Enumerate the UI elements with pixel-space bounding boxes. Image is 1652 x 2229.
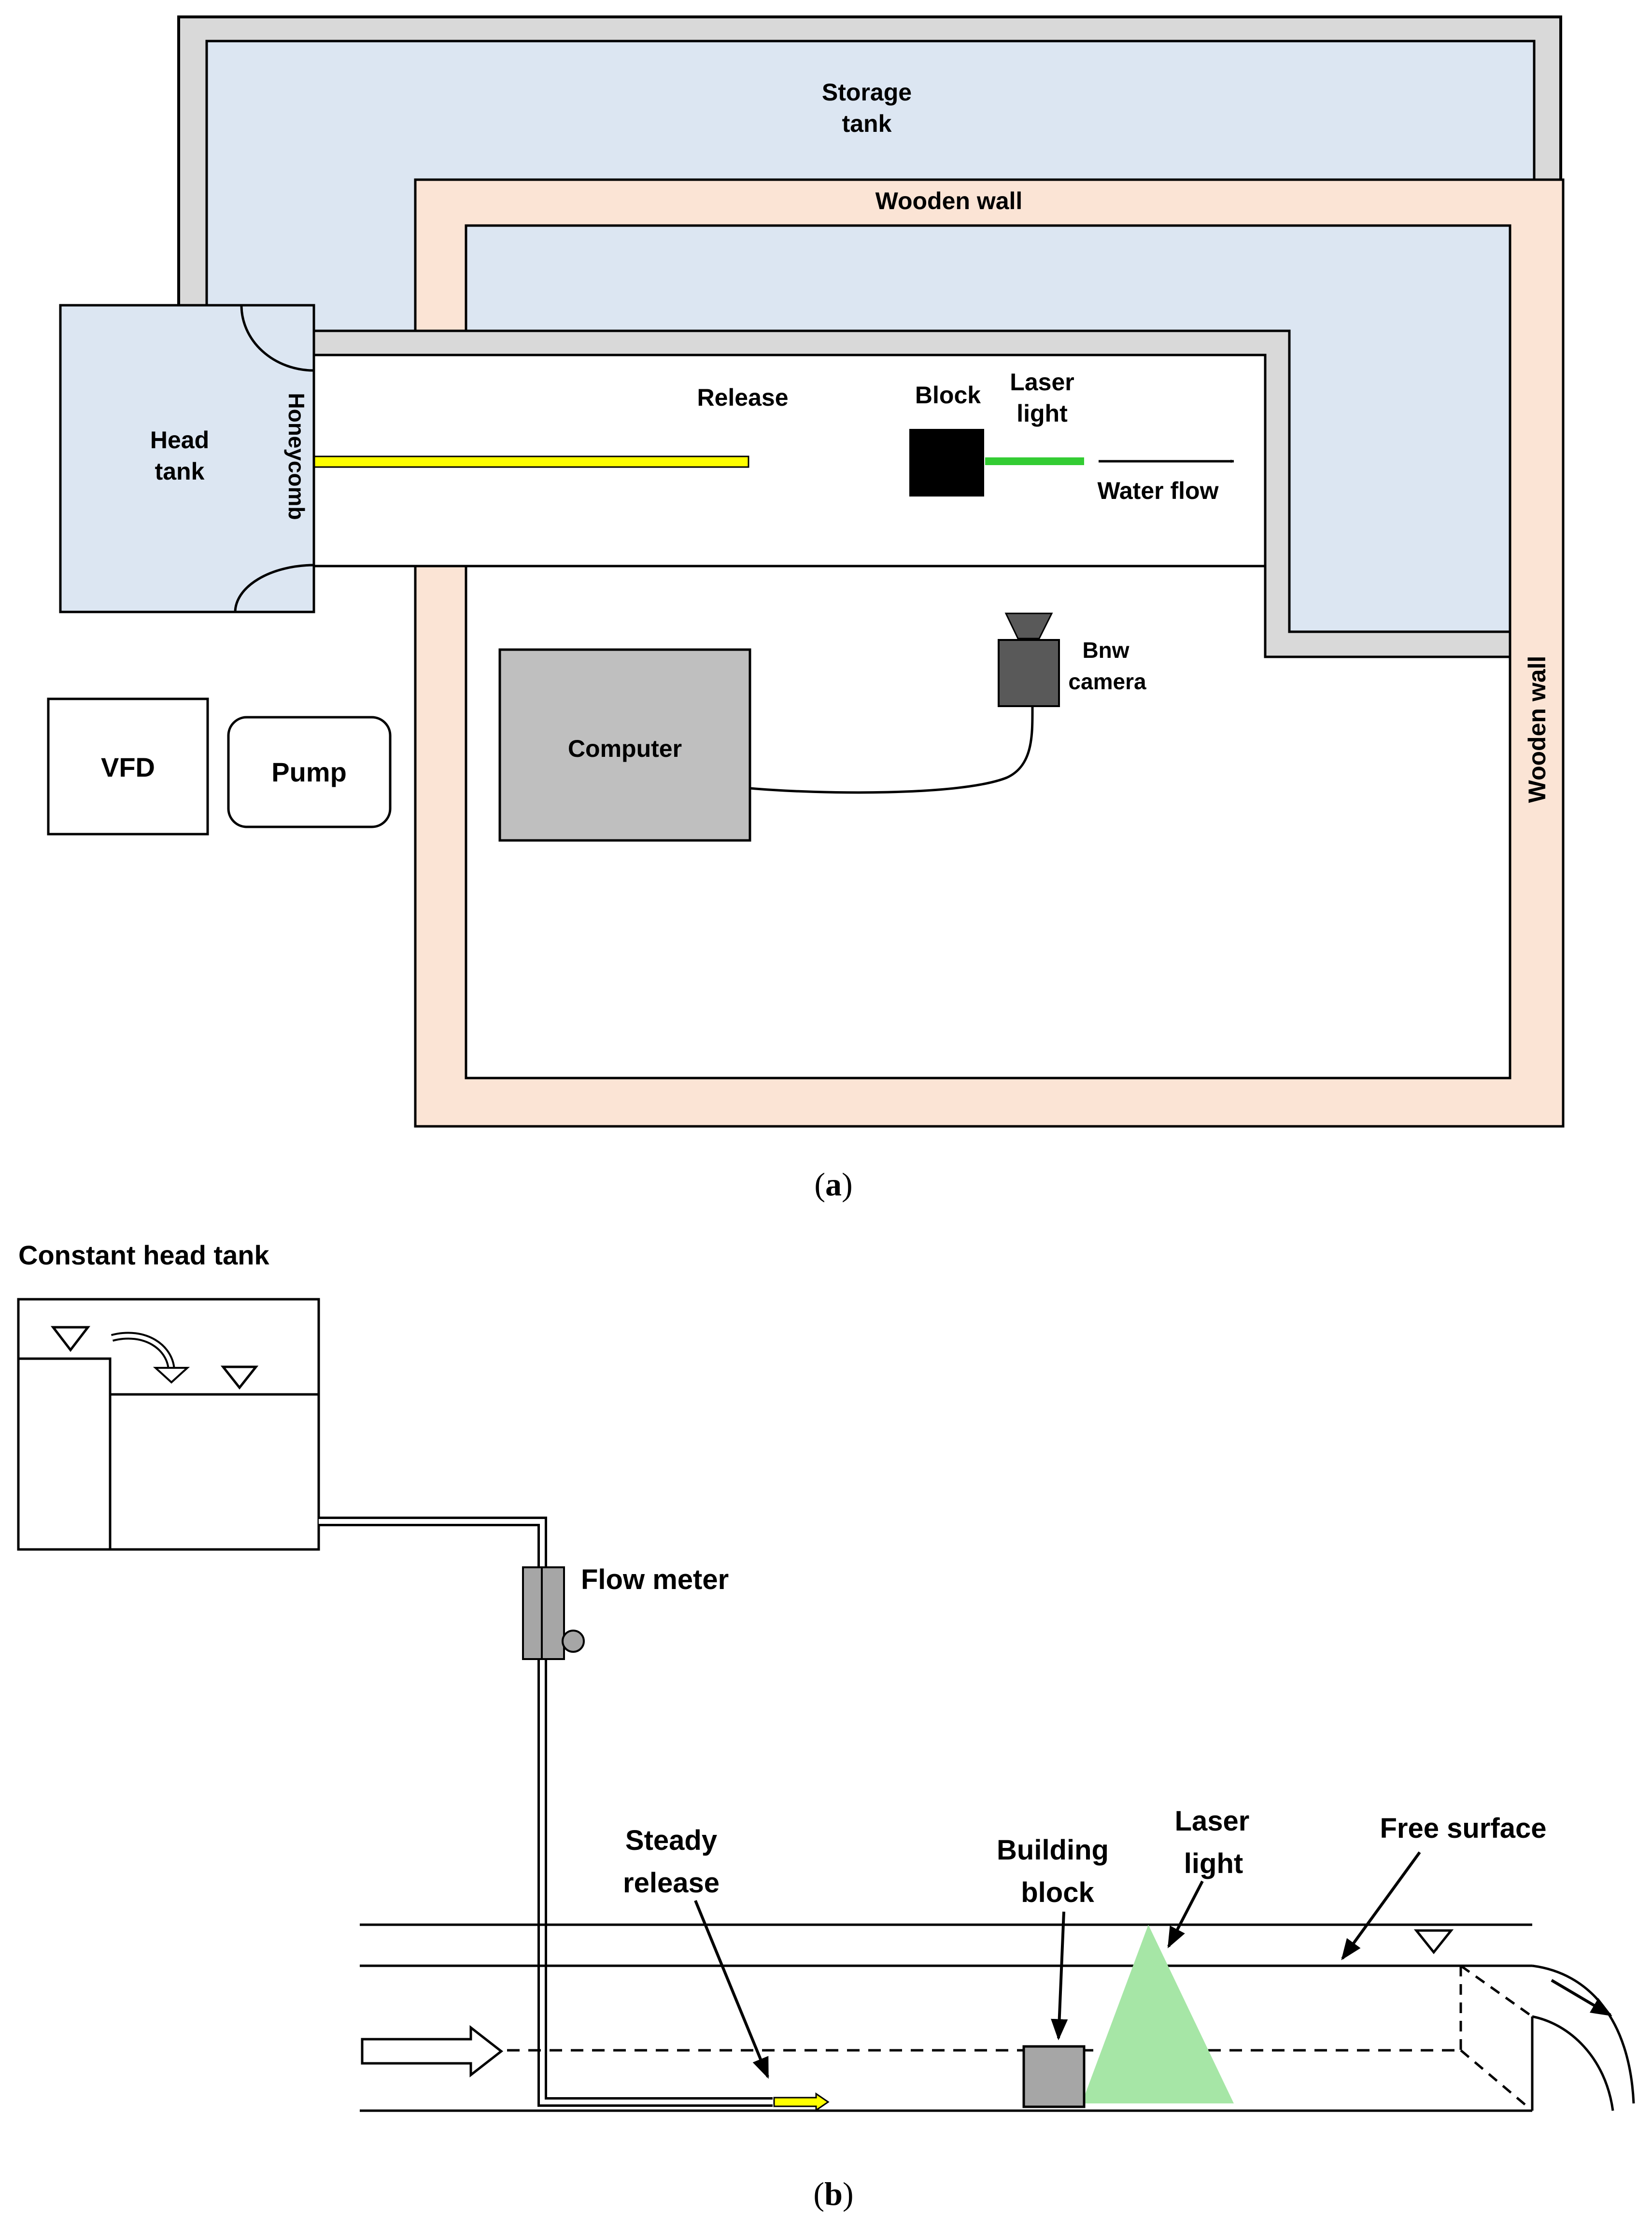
supply-pipe: [319, 1517, 773, 2107]
camera-cable: [749, 706, 1034, 794]
computer-label: Computer: [568, 735, 682, 762]
water-level-icon: [220, 1365, 259, 1390]
camera: Bnw camera: [998, 612, 1146, 707]
building-block-leader: [1051, 1911, 1068, 2041]
head-tank-label-2: tank: [155, 458, 205, 485]
free-surface-leader: [1341, 1851, 1421, 1960]
pump-label: Pump: [271, 757, 347, 787]
storage-tank-label: Storage: [822, 79, 912, 106]
wooden-wall-top-label: Wooden wall: [875, 187, 1023, 214]
computer: Computer: [498, 648, 751, 842]
diagram-b: Constant head tank Flow meter: [17, 1240, 1635, 2212]
release-label: Release: [697, 384, 788, 411]
camera-label: Bnw: [1082, 638, 1129, 663]
pump: Pump: [227, 716, 392, 828]
overflow-arrow-icon: [111, 1334, 173, 1372]
caption-a: (a): [814, 1166, 852, 1203]
constant-head-tank-label: Constant head tank: [18, 1240, 269, 1270]
laser-light-line: [985, 457, 1084, 465]
diagram-a: Storage tank Wooden wall Wooden wall Rel…: [47, 15, 1565, 1203]
block: [909, 429, 984, 497]
steady-release-marker: [773, 2092, 830, 2112]
wooden-wall-side-label: Wooden wall: [1524, 656, 1551, 803]
building-block: [1022, 2045, 1086, 2108]
overflow-arrowhead-icon: [153, 1367, 190, 1384]
steady-release-label: Steady: [625, 1825, 717, 1856]
flow-meter-gauge-icon: [562, 1630, 585, 1653]
honeycomb-label: Honeycomb: [284, 393, 309, 520]
storage-tank-label-2: tank: [842, 110, 892, 137]
laser-light-label: Laser: [1175, 1805, 1250, 1837]
head-tank-label: Head: [150, 426, 209, 454]
water-flow-label: Water flow: [1098, 477, 1219, 504]
laser-light-leader: [1167, 1880, 1204, 1948]
flow-meter: Flow meter: [522, 1564, 729, 1660]
constant-head-tank: [17, 1298, 320, 1551]
camera-label-2: camera: [1068, 669, 1146, 694]
release-line: [312, 455, 749, 468]
steady-release-label-2: release: [623, 1867, 720, 1899]
water-level-icon: [50, 1326, 91, 1352]
camera-body-icon: [998, 639, 1060, 707]
flume: Release Block Laser light Water flow: [311, 329, 1511, 658]
laser-light-cone: [1082, 1925, 1234, 2103]
block-label: Block: [915, 382, 981, 409]
free-surface-icon: [1413, 1929, 1454, 1955]
vfd-label: VFD: [101, 752, 155, 782]
building-block-label-2: block: [1021, 1877, 1094, 1908]
camera-lens-icon: [1004, 612, 1053, 639]
vfd: VFD: [47, 697, 209, 836]
free-surface-label: Free surface: [1380, 1813, 1547, 1844]
caption-b: (b): [813, 2175, 853, 2212]
inflow-arrow-icon: [361, 2025, 504, 2078]
flow-meter-label: Flow meter: [581, 1564, 729, 1595]
outflow-arrow: [1551, 1979, 1612, 2016]
laser-light-label-2: light: [1017, 400, 1068, 427]
laser-light-label: Laser: [1010, 369, 1074, 396]
building-block-label: Building: [997, 1834, 1109, 1866]
steady-release-leader: [694, 1900, 769, 2079]
head-tank: Head tank Honeycomb: [59, 304, 315, 613]
laser-light-label-2: light: [1184, 1848, 1243, 1879]
flume-side-view: [360, 1923, 1635, 2112]
